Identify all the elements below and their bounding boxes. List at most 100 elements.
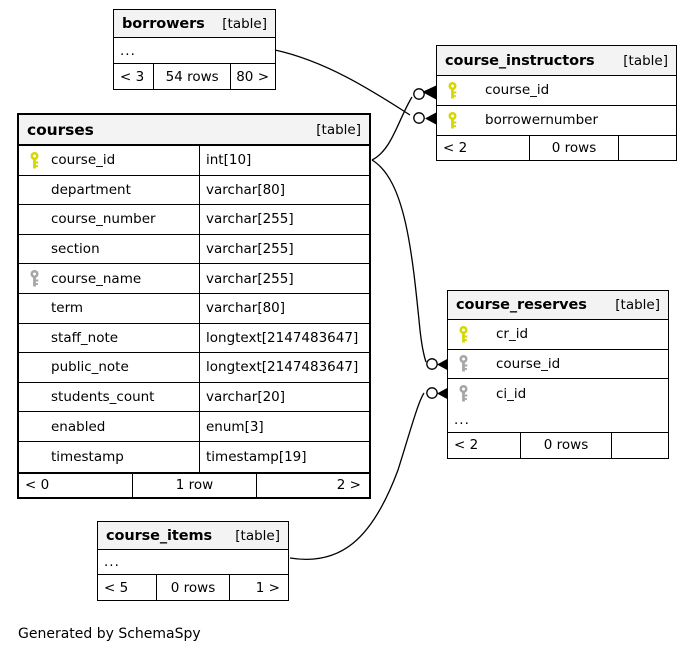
column-name-cell: borrowernumber	[437, 106, 676, 136]
table-course-reserves-footer: < 2 0 rows	[448, 432, 668, 458]
table-borrowers-ellipsis-row: ...	[114, 38, 275, 64]
table-row[interactable]: course_id	[437, 76, 676, 106]
column-name-cell: students_count	[19, 383, 199, 412]
table-course-items-footer-next[interactable]: 1 >	[255, 579, 280, 596]
edge-borrowers-to-course-instructors	[274, 49, 411, 116]
endpoint-course-reserves-course-id	[426, 358, 449, 371]
table-course-instructors-tag: [table]	[623, 52, 668, 69]
endpoint-course-instructors-borrowernumber	[413, 112, 437, 125]
column-name: course_number	[51, 211, 156, 228]
table-course-items-ellipsis-row: ...	[98, 550, 288, 575]
column-name: timestamp	[51, 448, 124, 465]
edge-courses-to-course-instructors-course-id	[371, 96, 413, 161]
column-type: enum[3]	[199, 412, 368, 441]
table-borrowers-footer-next[interactable]: 80 >	[236, 68, 269, 85]
index-key-icon	[23, 270, 45, 287]
table-course-items-header: course_items [table]	[98, 522, 288, 550]
column-type: timestamp[19]	[199, 441, 368, 472]
table-borrowers-tag: [table]	[222, 15, 267, 32]
column-name-cell: course_id	[448, 350, 668, 379]
generated-by-note: Generated by SchemaSpy	[18, 626, 201, 642]
table-course-reserves-footer-next	[612, 433, 666, 458]
table-row[interactable]: ci_id	[448, 379, 668, 409]
table-course-items-footer-prev[interactable]: < 5	[104, 579, 129, 596]
endpoint-course-reserves-ci-id	[426, 387, 449, 400]
column-name: section	[51, 241, 100, 258]
table-courses-header: courses [table]	[19, 115, 369, 146]
column-name-cell: term	[19, 294, 199, 323]
table-course-items-footer-rowcount: 0 rows	[156, 575, 230, 600]
column-type: int[10]	[199, 146, 368, 175]
table-borrowers-footer: < 3 54 rows 80 >	[114, 64, 275, 89]
column-type: varchar[20]	[199, 382, 368, 412]
table-row[interactable]: students_count varchar[20]	[19, 382, 369, 413]
table-course-instructors-footer-prev[interactable]: < 2	[443, 140, 468, 157]
column-name: term	[51, 300, 84, 317]
table-course-items[interactable]: course_items [table] ... < 5 0 rows 1 >	[97, 521, 289, 601]
column-name-cell: enabled	[19, 412, 199, 441]
table-row[interactable]: term varchar[80]	[19, 293, 369, 324]
endpoint-course-instructors-course-id	[413, 85, 438, 100]
table-course-reserves-header: course_reserves [table]	[448, 291, 668, 320]
table-row[interactable]: course_name varchar[255]	[19, 264, 369, 294]
table-course-reserves-name: course_reserves	[456, 297, 587, 313]
table-row[interactable]: cr_id	[448, 320, 668, 350]
column-name-cell: course_id	[19, 146, 199, 175]
column-name-cell: section	[19, 235, 199, 264]
table-course-instructors-name: course_instructors	[445, 52, 595, 69]
column-name-cell: department	[19, 176, 199, 205]
table-borrowers[interactable]: borrowers [table] ... < 3 54 rows 80 >	[113, 9, 276, 90]
table-courses-footer-prev[interactable]: < 0	[25, 477, 50, 494]
table-course-instructors-columns: course_id borrowernumber	[437, 76, 676, 135]
table-course-reserves-tag: [table]	[615, 297, 660, 313]
table-courses-name: courses	[27, 120, 94, 139]
table-course-reserves-footer-prev[interactable]: < 2	[454, 437, 479, 454]
column-type: varchar[80]	[199, 175, 368, 205]
column-name: ci_id	[496, 385, 527, 402]
column-type: varchar[255]	[199, 264, 368, 293]
table-course-instructors-footer-next	[619, 136, 674, 160]
table-courses-footer: < 0 1 row 2 >	[19, 471, 369, 497]
primary-key-icon	[452, 325, 474, 343]
table-courses[interactable]: courses [table] course_id int[10]departme…	[17, 113, 371, 499]
table-row[interactable]: course_id	[448, 350, 668, 380]
table-row[interactable]: course_id int[10]	[19, 146, 369, 176]
edge-courses-to-course-reserves-course-id	[371, 159, 427, 363]
column-name: course_id	[485, 82, 550, 99]
table-borrowers-header: borrowers [table]	[114, 10, 275, 38]
column-type: varchar[255]	[199, 234, 368, 264]
table-courses-footer-next[interactable]: 2 >	[336, 477, 361, 494]
column-type: longtext[2147483647]	[199, 323, 368, 353]
table-course-items-name: course_items	[106, 527, 213, 544]
table-course-reserves-ellipsis-row: ...	[448, 409, 668, 433]
table-row[interactable]: timestamp timestamp[19]	[19, 441, 369, 472]
table-borrowers-footer-prev[interactable]: < 3	[120, 68, 145, 85]
column-name-cell: staff_note	[19, 324, 199, 353]
column-name: cr_id	[496, 326, 529, 343]
column-name-cell: timestamp	[19, 442, 199, 472]
column-name-cell: course_name	[19, 264, 199, 293]
primary-key-icon	[441, 111, 463, 129]
table-row[interactable]: borrowernumber	[437, 106, 676, 136]
table-courses-footer-rowcount: 1 row	[132, 473, 257, 497]
column-type: varchar[80]	[199, 293, 368, 323]
column-name: students_count	[51, 389, 155, 406]
table-course-items-tag: [table]	[235, 527, 280, 544]
table-row[interactable]: section varchar[255]	[19, 234, 369, 265]
column-name-cell: course_id	[437, 76, 676, 105]
column-name: course_id	[51, 152, 116, 169]
column-name: course_name	[51, 270, 142, 287]
index-key-icon	[452, 385, 474, 402]
table-course-items-footer: < 5 0 rows 1 >	[98, 575, 288, 600]
table-course-reserves-columns: cr_id course_id ci_id	[448, 320, 668, 409]
table-course-instructors-header: course_instructors [table]	[437, 46, 676, 76]
primary-key-icon	[23, 151, 45, 169]
